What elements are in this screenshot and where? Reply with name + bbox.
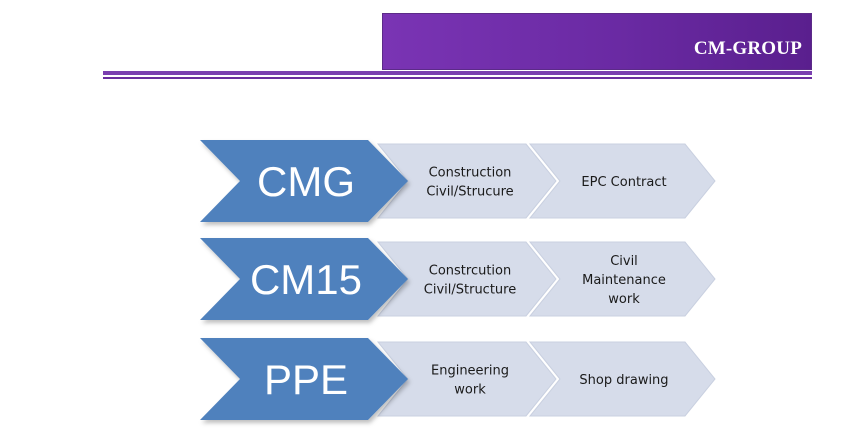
step-chevron [528,241,716,317]
step-label-line: work [454,383,486,398]
step-chevron [528,143,716,219]
step-chevron [528,341,716,417]
step-label-line: Construction [429,166,512,181]
step-label-line: Constrcution [429,264,512,279]
step-label-line: Civil/Structure [424,283,516,298]
main-chevron [200,140,408,222]
process-row: Engineering work Shop drawing PPE [200,338,716,420]
group-title: CM15 [250,256,362,303]
step-label-line: Maintenance [582,273,666,288]
group-title: PPE [264,356,348,403]
header-rule-thin [103,77,812,79]
brand-title: CM-GROUP [693,38,802,59]
header-rule-thick [103,71,812,75]
step-label-line: Engineering [431,364,509,379]
header-banner: CM-GROUP [382,13,812,70]
step-label-line: EPC Contract [581,175,666,190]
step-label-line: Civil [610,254,638,269]
step-label-line: Shop drawing [579,373,668,388]
main-chevron [200,338,408,420]
step-label-line: Civil/Strucure [426,185,513,200]
group-title: CMG [257,158,355,205]
main-chevron [200,238,408,320]
step-label-line: work [608,292,640,307]
